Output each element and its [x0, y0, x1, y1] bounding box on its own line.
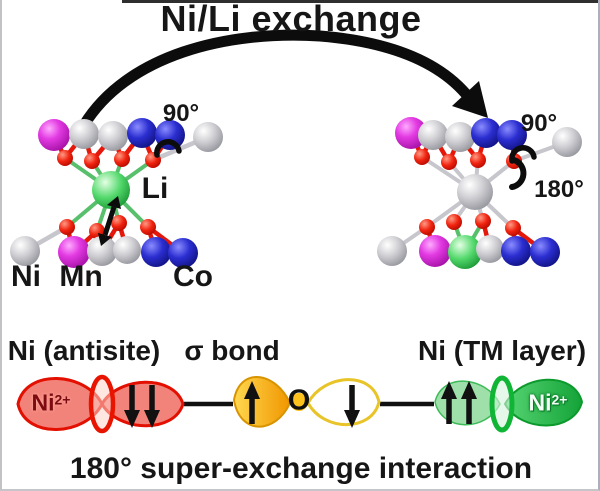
spin-down-pair-icon — [124, 385, 160, 428]
spin-arrow-head — [344, 410, 360, 428]
ni-atom — [10, 236, 40, 266]
orbital-lobe-right — [503, 378, 584, 427]
orbital-lobe-right — [100, 380, 185, 428]
orbital-ring — [489, 375, 515, 433]
o-atom — [140, 219, 156, 235]
o-atom — [441, 154, 457, 170]
spin-arrow-head — [144, 410, 160, 428]
oxygen-atoms — [414, 149, 522, 236]
spin-arrow-head — [124, 410, 140, 428]
co-atom — [501, 236, 531, 266]
ni-atom — [87, 236, 117, 266]
angle-90-arc — [509, 145, 537, 164]
co-legend-label: Co — [173, 260, 213, 293]
spin-down-icon — [344, 385, 360, 428]
spin-up-pair-icon — [441, 381, 477, 424]
right-cluster — [377, 117, 582, 269]
o-atom — [111, 215, 127, 231]
tm-layer-ion-label: Ni2+ — [528, 389, 568, 416]
ion-charge: 2+ — [54, 391, 71, 408]
bottom-tm-row — [10, 236, 198, 268]
bottom-tm-row — [377, 235, 560, 269]
angle-90-arc — [154, 139, 182, 158]
mn-atom — [38, 119, 70, 151]
co-atom — [471, 118, 501, 148]
mn-atom — [419, 235, 451, 267]
right-angle-180-label: 180° — [534, 176, 584, 203]
co-atom — [141, 237, 171, 267]
ni-atom — [377, 236, 407, 266]
ion-symbol: Ni — [528, 389, 552, 416]
orbital-ring — [88, 374, 116, 434]
ni-atom — [69, 119, 99, 149]
exchange-arrow-head — [452, 81, 488, 118]
spin-arrow-head — [244, 381, 260, 399]
ni-atom — [193, 122, 223, 152]
o-atom — [419, 219, 435, 235]
li-atom-center — [92, 171, 130, 209]
o-atom — [57, 150, 73, 166]
ni-atom — [113, 236, 141, 264]
ni-atom — [98, 121, 128, 151]
top-tm-row — [395, 117, 582, 157]
o-atom — [475, 213, 491, 229]
exchange-arrow-shaft — [78, 29, 472, 131]
angle-180-arc — [509, 157, 527, 190]
orbital-lobe-empty — [306, 378, 381, 426]
ni-atom — [418, 120, 448, 150]
co-atom — [168, 238, 198, 268]
co-atom — [127, 118, 157, 148]
top-rule — [122, 0, 598, 3]
oxygen-atoms — [57, 150, 161, 239]
oxygen-label: O — [287, 384, 311, 417]
o-atom — [470, 152, 486, 168]
li-atom — [448, 235, 482, 269]
figure-title: Ni/Li exchange — [160, 0, 422, 39]
swap-arrow-head-down — [98, 233, 112, 246]
mn-atom — [395, 117, 427, 149]
mn-atom — [58, 236, 90, 268]
co-atom — [497, 120, 527, 150]
ni-atom — [445, 122, 475, 152]
swap-arrow-shaft — [102, 206, 117, 236]
right-angle-90-label: 90° — [520, 110, 558, 137]
sigma-bond-orbital — [232, 376, 381, 428]
tm-layer-title: Ni (TM layer) — [417, 335, 587, 366]
spin-arrow-head — [461, 381, 477, 399]
antisite-ion-label: Ni2+ — [31, 389, 71, 416]
li-label: Li — [141, 172, 169, 205]
ion-charge: 2+ — [551, 391, 568, 408]
bottom-caption: 180° super-exchange interaction — [69, 452, 533, 485]
orbital-lobe-left — [16, 377, 104, 431]
o-atom — [505, 220, 521, 236]
co-atom — [530, 237, 560, 267]
o-atom — [446, 214, 462, 230]
orbital-diagram — [16, 374, 584, 434]
o-atom — [114, 151, 130, 167]
exchange-arrow-icon — [78, 29, 488, 131]
antisite-orbital — [16, 374, 185, 434]
ni-atom — [552, 127, 582, 157]
antisite-title: Ni (antisite) — [7, 335, 161, 366]
mn-legend-label: Mn — [59, 260, 103, 293]
left-angle-90-label: 90° — [162, 100, 200, 127]
ion-symbol: Ni — [31, 389, 55, 416]
spin-arrow-head — [441, 381, 457, 399]
o-atom — [59, 219, 75, 235]
o-atom — [84, 153, 100, 169]
ni-legend-label: Ni — [11, 260, 41, 293]
spin-up-icon — [244, 381, 260, 424]
sigma-bond-title: σ bond — [184, 335, 280, 366]
left-cluster — [10, 118, 223, 268]
ni-atom — [476, 235, 504, 263]
oxygen-node — [290, 393, 308, 411]
orbital-lobe-filled — [232, 376, 292, 428]
tm-layer-orbital — [434, 375, 584, 433]
o-atom — [414, 149, 430, 165]
ni-atom-center — [457, 174, 493, 210]
swap-arrow-head-up — [107, 196, 121, 209]
li-site-swap-icon — [98, 196, 121, 246]
